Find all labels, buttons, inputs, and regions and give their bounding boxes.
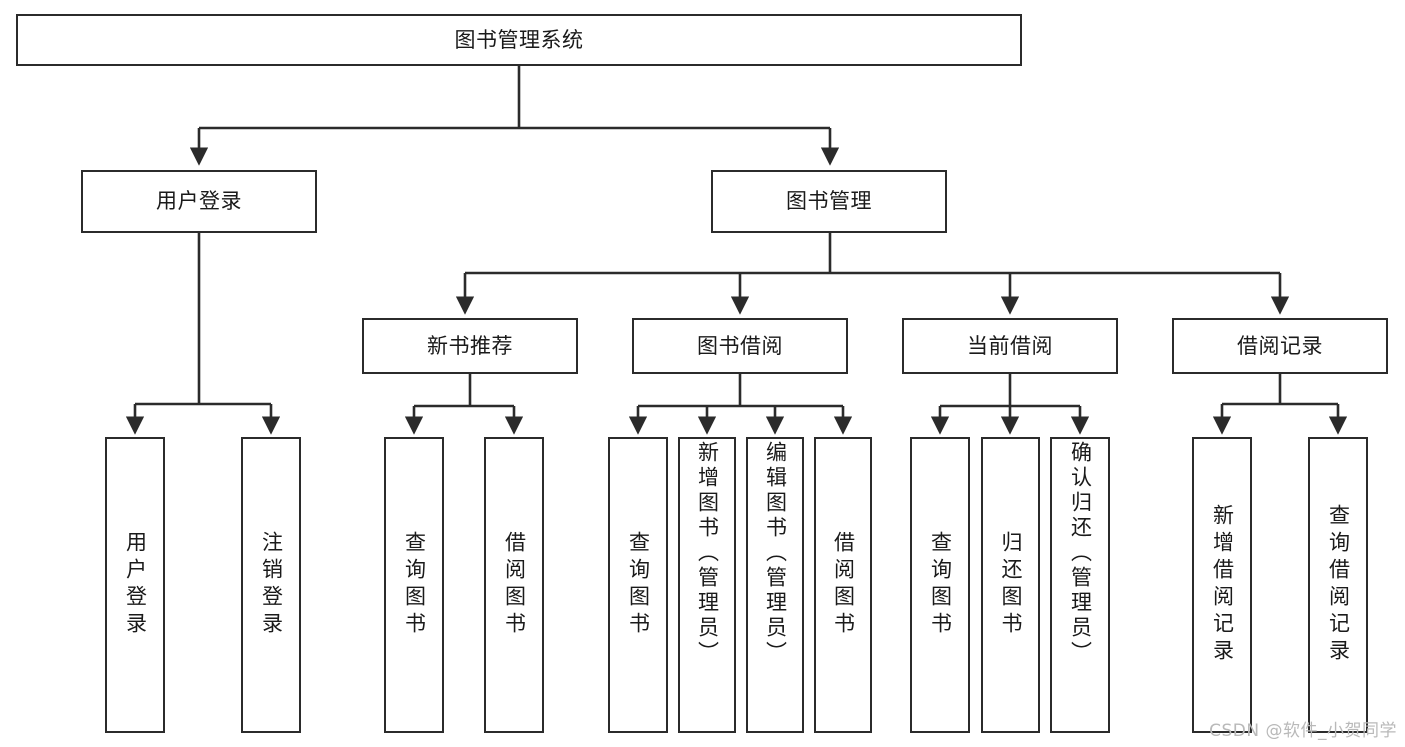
leaf-user-login-login[interactable]: 用户登录 bbox=[105, 437, 165, 733]
leaf-current-borrow-return-book[interactable]: 归还图书 bbox=[981, 437, 1040, 733]
node-label: 图书管理系统 bbox=[454, 27, 584, 52]
node-borrow-record[interactable]: 借阅记录 bbox=[1172, 318, 1388, 374]
node-current-borrow[interactable]: 当前借阅 bbox=[902, 318, 1118, 374]
node-label: 借阅记录 bbox=[1237, 333, 1323, 358]
node-user-login[interactable]: 用户登录 bbox=[81, 170, 317, 233]
node-label: 新书推荐 bbox=[427, 333, 513, 358]
node-book-borrow[interactable]: 图书借阅 bbox=[632, 318, 848, 374]
leaf-book-borrow-query-book[interactable]: 查询图书 bbox=[608, 437, 668, 733]
node-label: 新增借阅记录 bbox=[1210, 504, 1235, 666]
node-root-book-management-system[interactable]: 图书管理系统 bbox=[16, 14, 1022, 66]
node-label: 图书管理 bbox=[786, 189, 872, 214]
leaf-book-borrow-add-book-admin[interactable]: 新增图书（管理员） bbox=[678, 437, 736, 733]
node-label: 查询图书 bbox=[928, 531, 953, 639]
watermark-text: CSDN @软件_小贺同学 bbox=[1209, 721, 1397, 741]
leaf-new-book-query-book[interactable]: 查询图书 bbox=[384, 437, 444, 733]
node-label: 查询借阅记录 bbox=[1326, 504, 1351, 666]
leaf-borrow-record-query-record[interactable]: 查询借阅记录 bbox=[1308, 437, 1368, 733]
leaf-new-book-borrow-book[interactable]: 借阅图书 bbox=[484, 437, 544, 733]
node-new-book-recommend[interactable]: 新书推荐 bbox=[362, 318, 578, 374]
leaf-book-borrow-edit-book-admin[interactable]: 编辑图书（管理员） bbox=[746, 437, 804, 733]
node-label: 查询图书 bbox=[626, 531, 651, 639]
leaf-borrow-record-add-record[interactable]: 新增借阅记录 bbox=[1192, 437, 1252, 733]
node-label: 确认归还（管理员） bbox=[1068, 441, 1093, 666]
node-label: 当前借阅 bbox=[967, 333, 1053, 358]
node-label: 用户登录 bbox=[156, 189, 242, 214]
leaf-user-login-logout[interactable]: 注销登录 bbox=[241, 437, 301, 733]
node-label: 借阅图书 bbox=[831, 531, 856, 639]
node-label: 图书借阅 bbox=[697, 333, 783, 358]
node-label: 归还图书 bbox=[999, 531, 1023, 639]
node-label: 新增图书（管理员） bbox=[695, 441, 720, 666]
leaf-current-borrow-confirm-return-admin[interactable]: 确认归还（管理员） bbox=[1050, 437, 1110, 733]
node-book-management[interactable]: 图书管理 bbox=[711, 170, 947, 233]
leaf-current-borrow-query-book[interactable]: 查询图书 bbox=[910, 437, 970, 733]
node-label: 查询图书 bbox=[402, 531, 427, 639]
node-label: 用户登录 bbox=[123, 531, 148, 639]
node-label: 注销登录 bbox=[259, 531, 284, 639]
node-label: 借阅图书 bbox=[502, 531, 527, 639]
leaf-book-borrow-borrow-book[interactable]: 借阅图书 bbox=[814, 437, 872, 733]
node-label: 编辑图书（管理员） bbox=[763, 441, 788, 666]
